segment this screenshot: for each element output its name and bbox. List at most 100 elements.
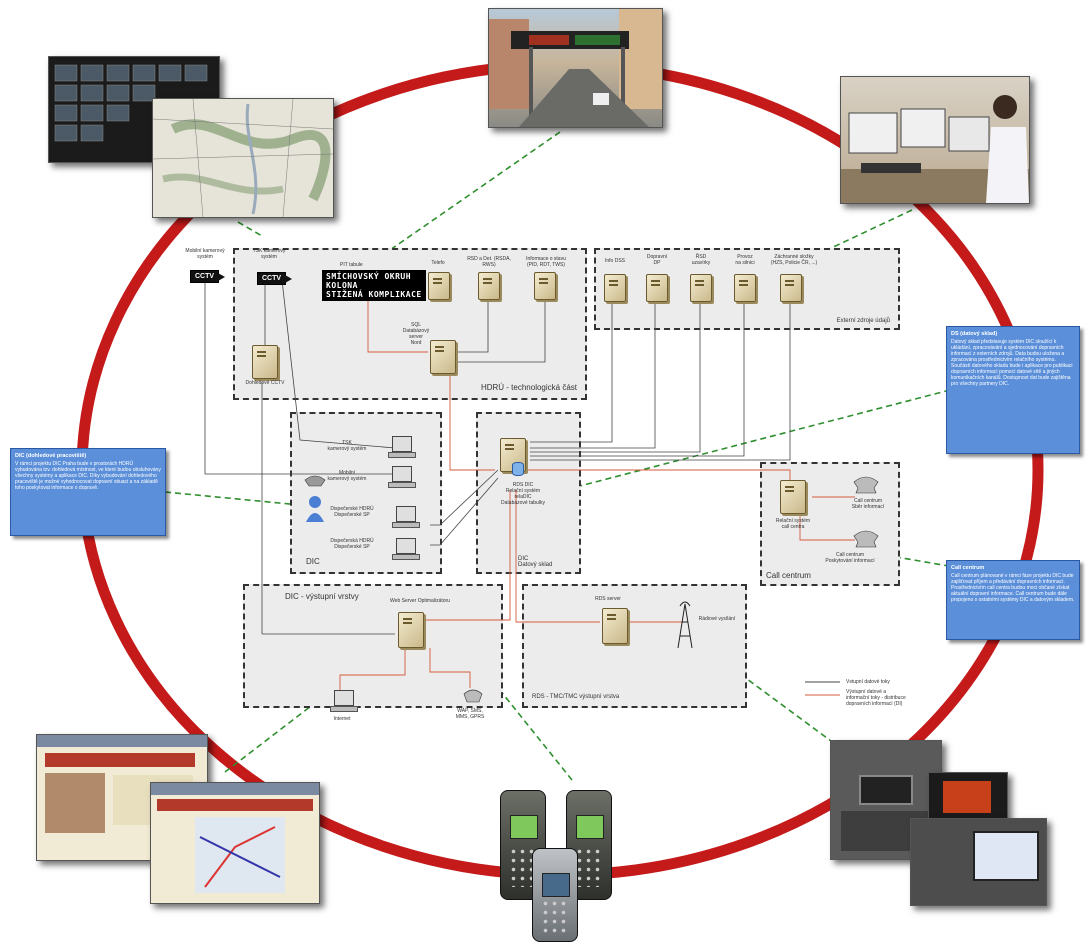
rds-server-label: RDS DIC Relační systém relaDIC Databázov… [501,482,545,506]
antenna-label: Rádiové vysílání [698,616,736,622]
call-centre-server-label: Relační systém call centra [775,518,811,530]
note-data-warehouse: DS (datový sklad) Datový sklad představu… [946,326,1080,454]
ext-source-2-label: Dopravní DP [646,254,668,266]
call-centre-tel2-label: Call centrum Poskytování informací [825,552,875,564]
zone-web-output: DIC - výstupní vrstvy [243,584,503,708]
flow-sql-rds [449,372,495,471]
dispatcher-graphic [841,95,1029,203]
flow-ext2 [530,300,656,449]
zone-call-centre-label: Call centrum [766,571,811,580]
server-stav-label: Informace o stavu (PID, RDT, TWS) [526,256,566,268]
zone-data-warehouse: DIC Datový sklad [476,412,581,574]
zone-external-label: Externí zdroje údajů [836,318,890,324]
telephone-icon [304,475,326,487]
car-display-photo [928,772,1008,824]
ws-mobile-label: Mobilní kamerový systém [327,470,367,482]
ws-mobile-computer [388,466,416,488]
zone-dic-label: DIC [306,557,320,566]
flow-rds-tmc [515,490,600,623]
note-data-warehouse-title: DS (datový sklad) [951,331,998,337]
internet-client-label: Internet [333,716,351,722]
zone-rds-tmc-label: RDS - TMC/TMC výstupní vrstva [532,694,620,700]
database-icon [512,462,524,476]
ws-dispatch-1-computer [392,506,420,528]
connector-left-note [164,491,301,506]
mobile-cctv-icon: CCTV [190,270,226,283]
flow-ext4 [530,300,745,457]
ws-dispatch-2-computer [392,538,420,560]
call-centre-tel1-label: Call centrum Sběr informací [851,498,885,510]
mobile-services-label: WAP, SMS, MMS, GPRS [455,708,485,720]
telephone-icon [853,476,879,494]
monitor-grid-graphic [54,64,208,142]
flow-sql-vms [367,300,428,353]
server-stav [534,272,556,300]
zone-hdru-label: HDRÚ - technologická část [480,383,577,392]
flow-srv2-sql [455,290,489,353]
ws-dispatch-2-label: Dispečerská HDRÚ Dispečerské SP [330,538,374,550]
web-portal-screenshot-2 [150,782,320,904]
dispatcher-photo [840,76,1030,204]
server-rsd [478,272,500,300]
city-map-photo [152,98,334,218]
zone-web-output-label: DIC - výstupní vrstvy [285,592,359,601]
note-dic-monitoring-title: DIC (dohledové pracoviště) [15,453,87,459]
vms-board: SMÍCHOVSKÝ OKRUH KOLONA STIŽENÁ KOMPLIKA… [322,270,426,301]
telephone-icon [853,530,879,548]
ext-source-4 [734,274,756,302]
ws-tsk-label: TSK kamerový systém [327,440,367,452]
street-vms-photo [488,8,663,128]
flow-rds-ws4 [430,477,499,546]
rds-tmc-server-label: RDS server [595,596,621,602]
flow-web-client [339,648,406,690]
zone-dic: DIC [290,412,442,574]
note-dic-monitoring: DIC (dohledové pracoviště) V rámci proje… [10,448,166,536]
mobile-device-icon [463,689,483,703]
connector-vms-photo [389,131,561,251]
flow-web-mobile [429,648,471,688]
ws-tsk-computer [388,436,416,458]
car-laptop-photo [910,818,1047,906]
connector-cctv-wall [237,221,263,237]
flow-ext5 [530,300,791,461]
street-scene-graphic [489,9,662,127]
note-dic-monitoring-body: V rámci projektu DIC Praha bude v prosto… [15,461,161,491]
zone-data-warehouse-label: DIC Datový sklad [518,556,553,568]
server-rsd-label: RSD a Det. (RSDA, RWS) [467,256,511,268]
ws-dispatch-1-label: Dispečerské HDRÚ Dispečerské SP [330,506,374,518]
antenna-icon [677,601,693,649]
flow-rds-ws3 [430,469,499,526]
operator-icon [304,475,326,522]
kvs-server [252,345,278,379]
note-call-centre-body: Call centrum plánované v rámci fáze proj… [951,573,1075,603]
legend-output-label: Výstupní datové a informační toky - dist… [846,689,906,707]
internet-client-computer [330,690,358,712]
mobile-phone-2 [566,790,612,900]
mobile-phone-3 [532,848,578,942]
flow-ext1 [530,300,613,443]
ext-source-5 [780,274,802,302]
legend-input-label: Vstupní datové toky [846,679,890,685]
web-server-label: Web Server Optimalizátoru [390,598,450,604]
connector-mobile [494,683,573,781]
mobile-cctv-label: Mobilní kamerový systém [185,248,225,260]
traffic-map-graphic [199,826,281,888]
ext-source-1 [604,274,626,302]
ext-source-1-label: Info DSS [604,258,625,264]
tsk-cctv-icon: CCTV [257,272,293,285]
call-centre-server [780,480,806,514]
note-data-warehouse-body: Datový sklad představuje systém DIC slou… [951,339,1073,387]
connector-web [224,679,346,773]
rds-tmc-server [602,608,628,644]
tsk-cctv-label: TSK kamerový systém [252,248,286,260]
kvs-server-label: Dohledové CCTV [245,380,285,386]
flow-mobile-cctv [204,280,392,475]
web-server [398,612,424,648]
pit-label: PIT tabule [340,262,363,268]
flow-rds-call [520,469,791,480]
sql-server-label: SQL Databázový server Nord [402,322,430,346]
ext-source-5-label: Záchranné složky (HZS, Policie ČR, ...) [770,254,818,266]
note-call-centre-title: Call centrum [951,565,985,571]
ext-source-4-label: Provoz na silnici [735,254,755,266]
